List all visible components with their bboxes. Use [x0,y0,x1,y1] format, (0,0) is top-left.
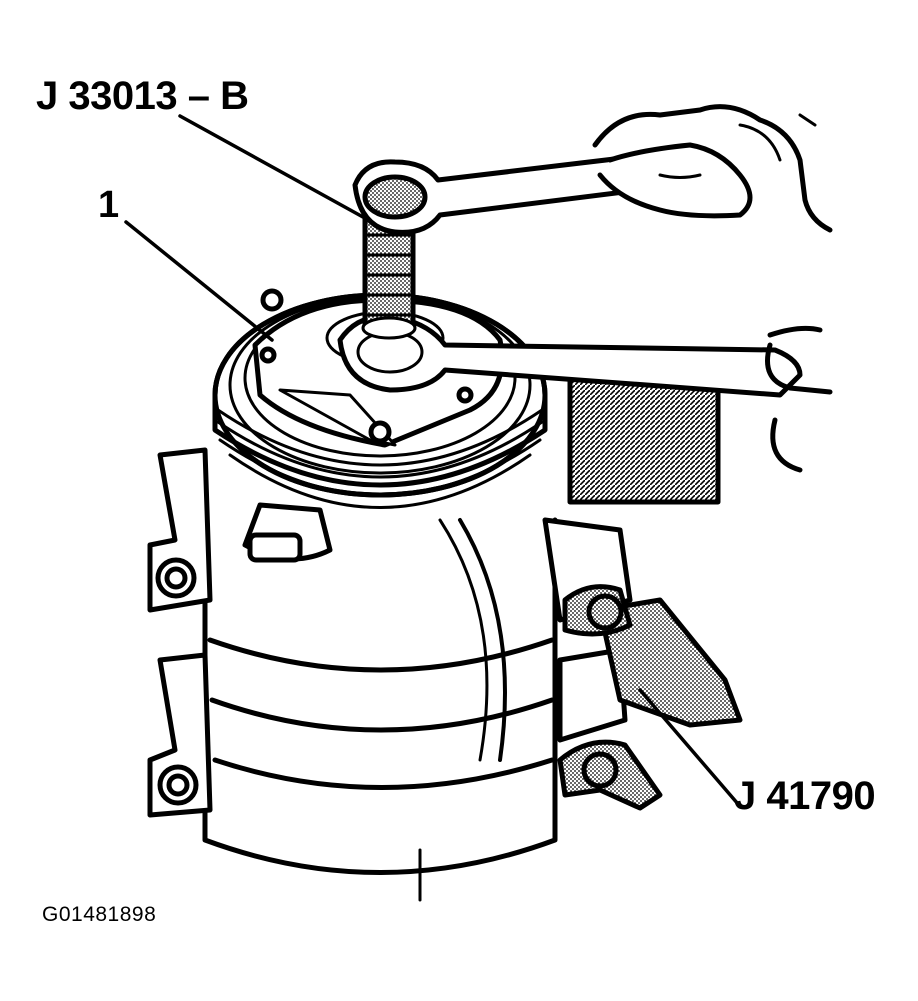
holding-fixture [557,584,743,811]
upper-hand [592,104,833,233]
bracket-background [557,369,723,505]
right-mounting-ears [542,517,633,743]
leader-line-tool-bottom [638,688,740,806]
right-hand [765,325,833,473]
figure-id: G01481898 [42,903,157,926]
leader-line-item-1 [124,220,274,342]
left-mounting-ears [147,447,213,818]
leader-line-tool-top [178,114,374,224]
compressor-body [202,497,558,902]
callout-label-j41790: J 41790 [734,774,876,818]
callout-label-j33013b: J 33013 – B [36,74,249,118]
callout-label-item-1: 1 [98,184,120,226]
leader-lines [124,114,740,806]
